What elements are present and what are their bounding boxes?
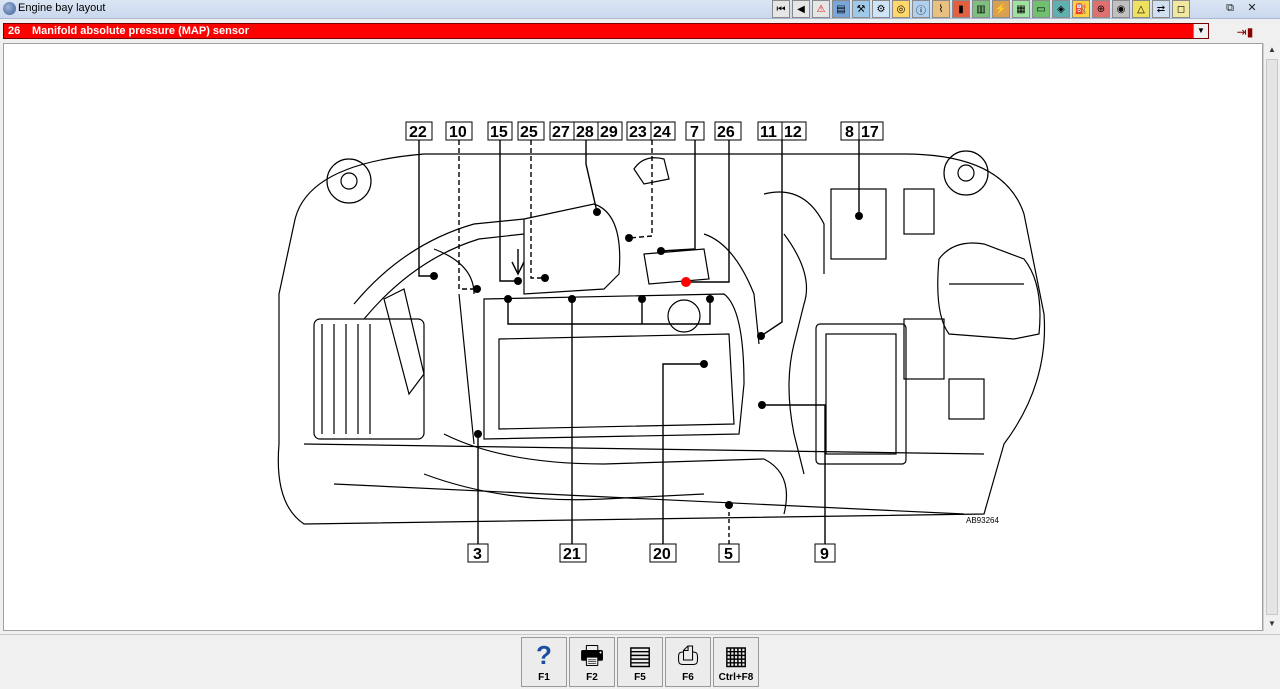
f1-help-button[interactable]: ? F1	[521, 637, 567, 687]
callouts-bottom: 3 21 20 5 9	[467, 543, 836, 563]
app-icon	[3, 2, 16, 15]
engine-bay-diagram: 22 10 15 25 27 28 29 23 24 7 26 11 12 8 …	[277, 121, 1046, 563]
callout-24[interactable]: 24	[653, 124, 671, 141]
engine-icon[interactable]: ⚡	[992, 0, 1010, 18]
callout-12[interactable]: 12	[784, 124, 802, 141]
callout-20[interactable]: 20	[653, 546, 671, 563]
filter-icon[interactable]: △	[1132, 0, 1150, 18]
callout-7[interactable]: 7	[690, 124, 699, 141]
page-icon: ▤	[627, 640, 653, 670]
wheel-icon[interactable]: ◎	[892, 0, 910, 18]
f1-label: F1	[538, 672, 550, 683]
ctrl-f8-label: Ctrl+F8	[718, 672, 754, 683]
first-icon[interactable]: ⏮	[772, 0, 790, 18]
callout-23[interactable]: 23	[629, 124, 647, 141]
stamp-icon[interactable]: ◈	[1052, 0, 1070, 18]
wiring-icon[interactable]: ⌇	[932, 0, 950, 18]
warning-icon[interactable]: ⚠	[812, 0, 830, 18]
callout-15[interactable]: 15	[490, 124, 508, 141]
vertical-scrollbar[interactable]: ▲ ▼	[1263, 43, 1280, 631]
callout-27[interactable]: 27	[552, 124, 570, 141]
exit-icon[interactable]: ⇄	[1152, 0, 1170, 18]
callout-8[interactable]: 8	[845, 124, 854, 141]
prev-icon[interactable]: ◀	[792, 0, 810, 18]
f2-print-button[interactable]: 🖶 F2	[569, 637, 615, 687]
tool-icon[interactable]: ⚒	[852, 0, 870, 18]
chevron-down-icon[interactable]: ▼	[1193, 24, 1208, 38]
tab-icon[interactable]: ▥	[972, 0, 990, 18]
f2-label: F2	[586, 672, 598, 683]
diagram-reference: AB93264	[966, 516, 999, 525]
callout-17[interactable]: 17	[861, 124, 879, 141]
toolbar: ⏮ ◀ ⚠ ▤ ⚒ ⚙ ◎ ⓘ ⌇ ▮ ▥ ⚡ ▦ ▭ ◈ ⛽ ⊕ ◉ △ ⇄ …	[772, 0, 1192, 20]
fluid-icon[interactable]: ▮	[952, 0, 970, 18]
callout-28[interactable]: 28	[576, 124, 594, 141]
callouts-top: 22 10 15 25 27 28 29 23 24 7 26 11 12 8 …	[405, 121, 884, 141]
scroll-thumb[interactable]	[1266, 59, 1278, 615]
component-selector[interactable]: 26 Manifold absolute pressure (MAP) sens…	[3, 23, 1209, 39]
help-icon: ?	[536, 640, 552, 670]
f5-page-button[interactable]: ▤ F5	[617, 637, 663, 687]
callout-26[interactable]: 26	[717, 124, 735, 141]
camera-icon[interactable]: ◉	[1112, 0, 1130, 18]
fuel-icon[interactable]: ⛽	[1072, 0, 1090, 18]
function-key-bar: ? F1 🖶 F2 ▤ F5 ⎙ F6 ▦ Ctrl+F8	[0, 634, 1280, 689]
callout-25[interactable]: 25	[520, 124, 538, 141]
f6-label: F6	[682, 672, 694, 683]
callout-11[interactable]: 11	[760, 124, 777, 141]
callout-22[interactable]: 22	[409, 124, 427, 141]
highlight-marker[interactable]	[681, 277, 691, 287]
chart-icon[interactable]: ▦	[1012, 0, 1030, 18]
scroll-up-icon[interactable]: ▲	[1268, 45, 1276, 54]
f5-label: F5	[634, 672, 646, 683]
callout-9[interactable]: 9	[820, 546, 829, 563]
info-icon[interactable]: ⓘ	[912, 0, 930, 18]
exit-view-icon[interactable]: ⇥▮	[1236, 25, 1254, 39]
diagram-canvas: 22 10 15 25 27 28 29 23 24 7 26 11 12 8 …	[3, 43, 1263, 631]
callout-10[interactable]: 10	[449, 124, 467, 141]
component-number: 26	[8, 25, 21, 37]
component-name: Manifold absolute pressure (MAP) sensor	[32, 25, 249, 37]
gear-icon[interactable]: ⚙	[872, 0, 890, 18]
print-icon: 🖶	[579, 640, 605, 670]
component-icon[interactable]: ▭	[1032, 0, 1050, 18]
callout-29[interactable]: 29	[600, 124, 618, 141]
scroll-down-icon[interactable]: ▼	[1268, 619, 1276, 628]
printer-icon: ⎙	[677, 640, 699, 670]
window-title: Engine bay layout	[18, 2, 106, 14]
alert-icon[interactable]: ◻	[1172, 0, 1190, 18]
f6-printer-button[interactable]: ⎙ F6	[665, 637, 711, 687]
book-icon[interactable]: ▤	[832, 0, 850, 18]
pump-icon[interactable]: ⊕	[1092, 0, 1110, 18]
table-icon: ▦	[723, 640, 749, 670]
callout-21[interactable]: 21	[563, 546, 581, 563]
ctrl-f8-table-button[interactable]: ▦ Ctrl+F8	[713, 637, 759, 687]
callout-3[interactable]: 3	[473, 546, 482, 563]
restore-button[interactable]: ⧉	[1226, 2, 1234, 14]
callout-5[interactable]: 5	[724, 546, 733, 563]
close-button[interactable]: ✕	[1247, 2, 1257, 14]
